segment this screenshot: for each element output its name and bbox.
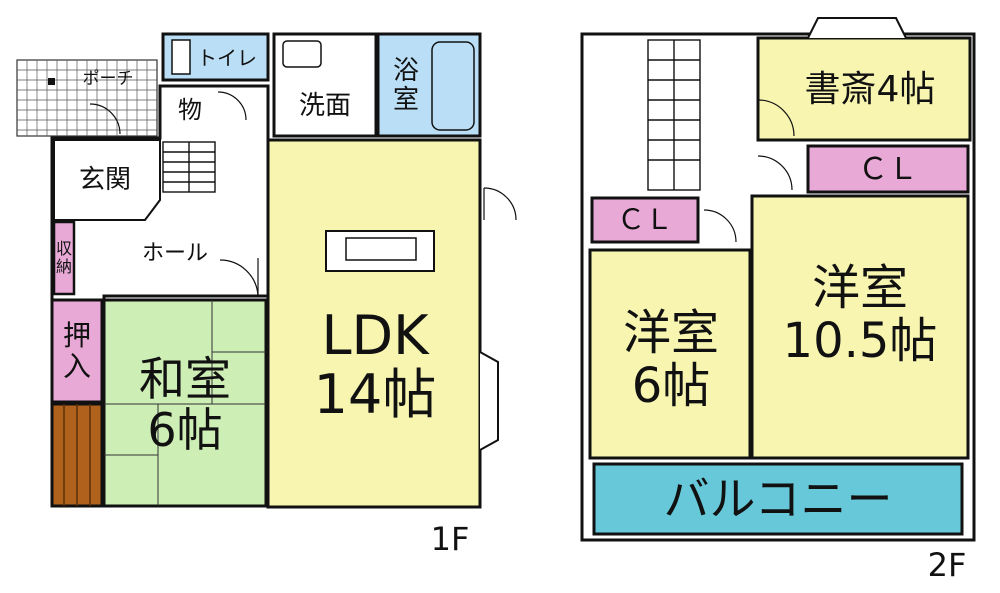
- storage2-room: [52, 220, 76, 296]
- door-swings-2f: [703, 99, 795, 243]
- balcony-label: バルコニー: [663, 471, 893, 526]
- storage2-label: 収 納: [55, 239, 72, 276]
- toilet-fixture: [171, 39, 191, 75]
- oshiire-room: [50, 298, 104, 404]
- bathtub: [431, 41, 475, 131]
- stairs-1f: [162, 141, 216, 193]
- stairs-2f: [647, 39, 701, 191]
- western-large-label: 洋室 10.5帖: [782, 260, 938, 369]
- closet-right: [806, 144, 970, 194]
- study-label: 書斎4帖: [804, 69, 936, 111]
- western-small-room: [588, 248, 752, 460]
- closet-right-label: ＣＬ: [858, 151, 918, 187]
- floor1-plan: [16, 32, 517, 509]
- washroom-label: 洗面: [298, 90, 351, 121]
- entrance-label: 玄関: [78, 164, 131, 195]
- study-room: [756, 36, 972, 142]
- ldk-label: LDK 14帖: [313, 303, 437, 426]
- storage-label: 物: [178, 95, 202, 124]
- closet-left: [590, 196, 700, 244]
- floor2-label: 2F: [927, 546, 967, 585]
- kitchen-counter: [325, 230, 435, 272]
- toilet-label: トイレ: [197, 46, 257, 70]
- washitsu-room: [102, 298, 268, 508]
- washbasin: [282, 40, 322, 68]
- washitsu-label: 和室 6帖: [139, 352, 231, 457]
- oshiire-label: 押 入: [62, 319, 91, 383]
- balcony-area: [592, 462, 964, 536]
- wood-floor: [50, 402, 104, 508]
- bath-label: 浴 室: [392, 56, 419, 115]
- closet-left-label: ＣＬ: [616, 202, 673, 236]
- ldk-room: [266, 138, 482, 509]
- door-swings-1f: [89, 91, 517, 297]
- bay-window-1f: [479, 351, 499, 451]
- western-small-label: 洋室 6帖: [622, 305, 719, 414]
- western-large-room: [750, 194, 970, 460]
- hall-label: ホール: [141, 240, 208, 266]
- floor2-plan: [580, 17, 976, 542]
- bay-window-2f: [807, 17, 907, 39]
- floor1-label: 1F: [430, 520, 470, 559]
- porch-tiles: [16, 59, 158, 137]
- porch-label: ポーチ: [82, 68, 134, 89]
- entrance-floor: [53, 139, 161, 221]
